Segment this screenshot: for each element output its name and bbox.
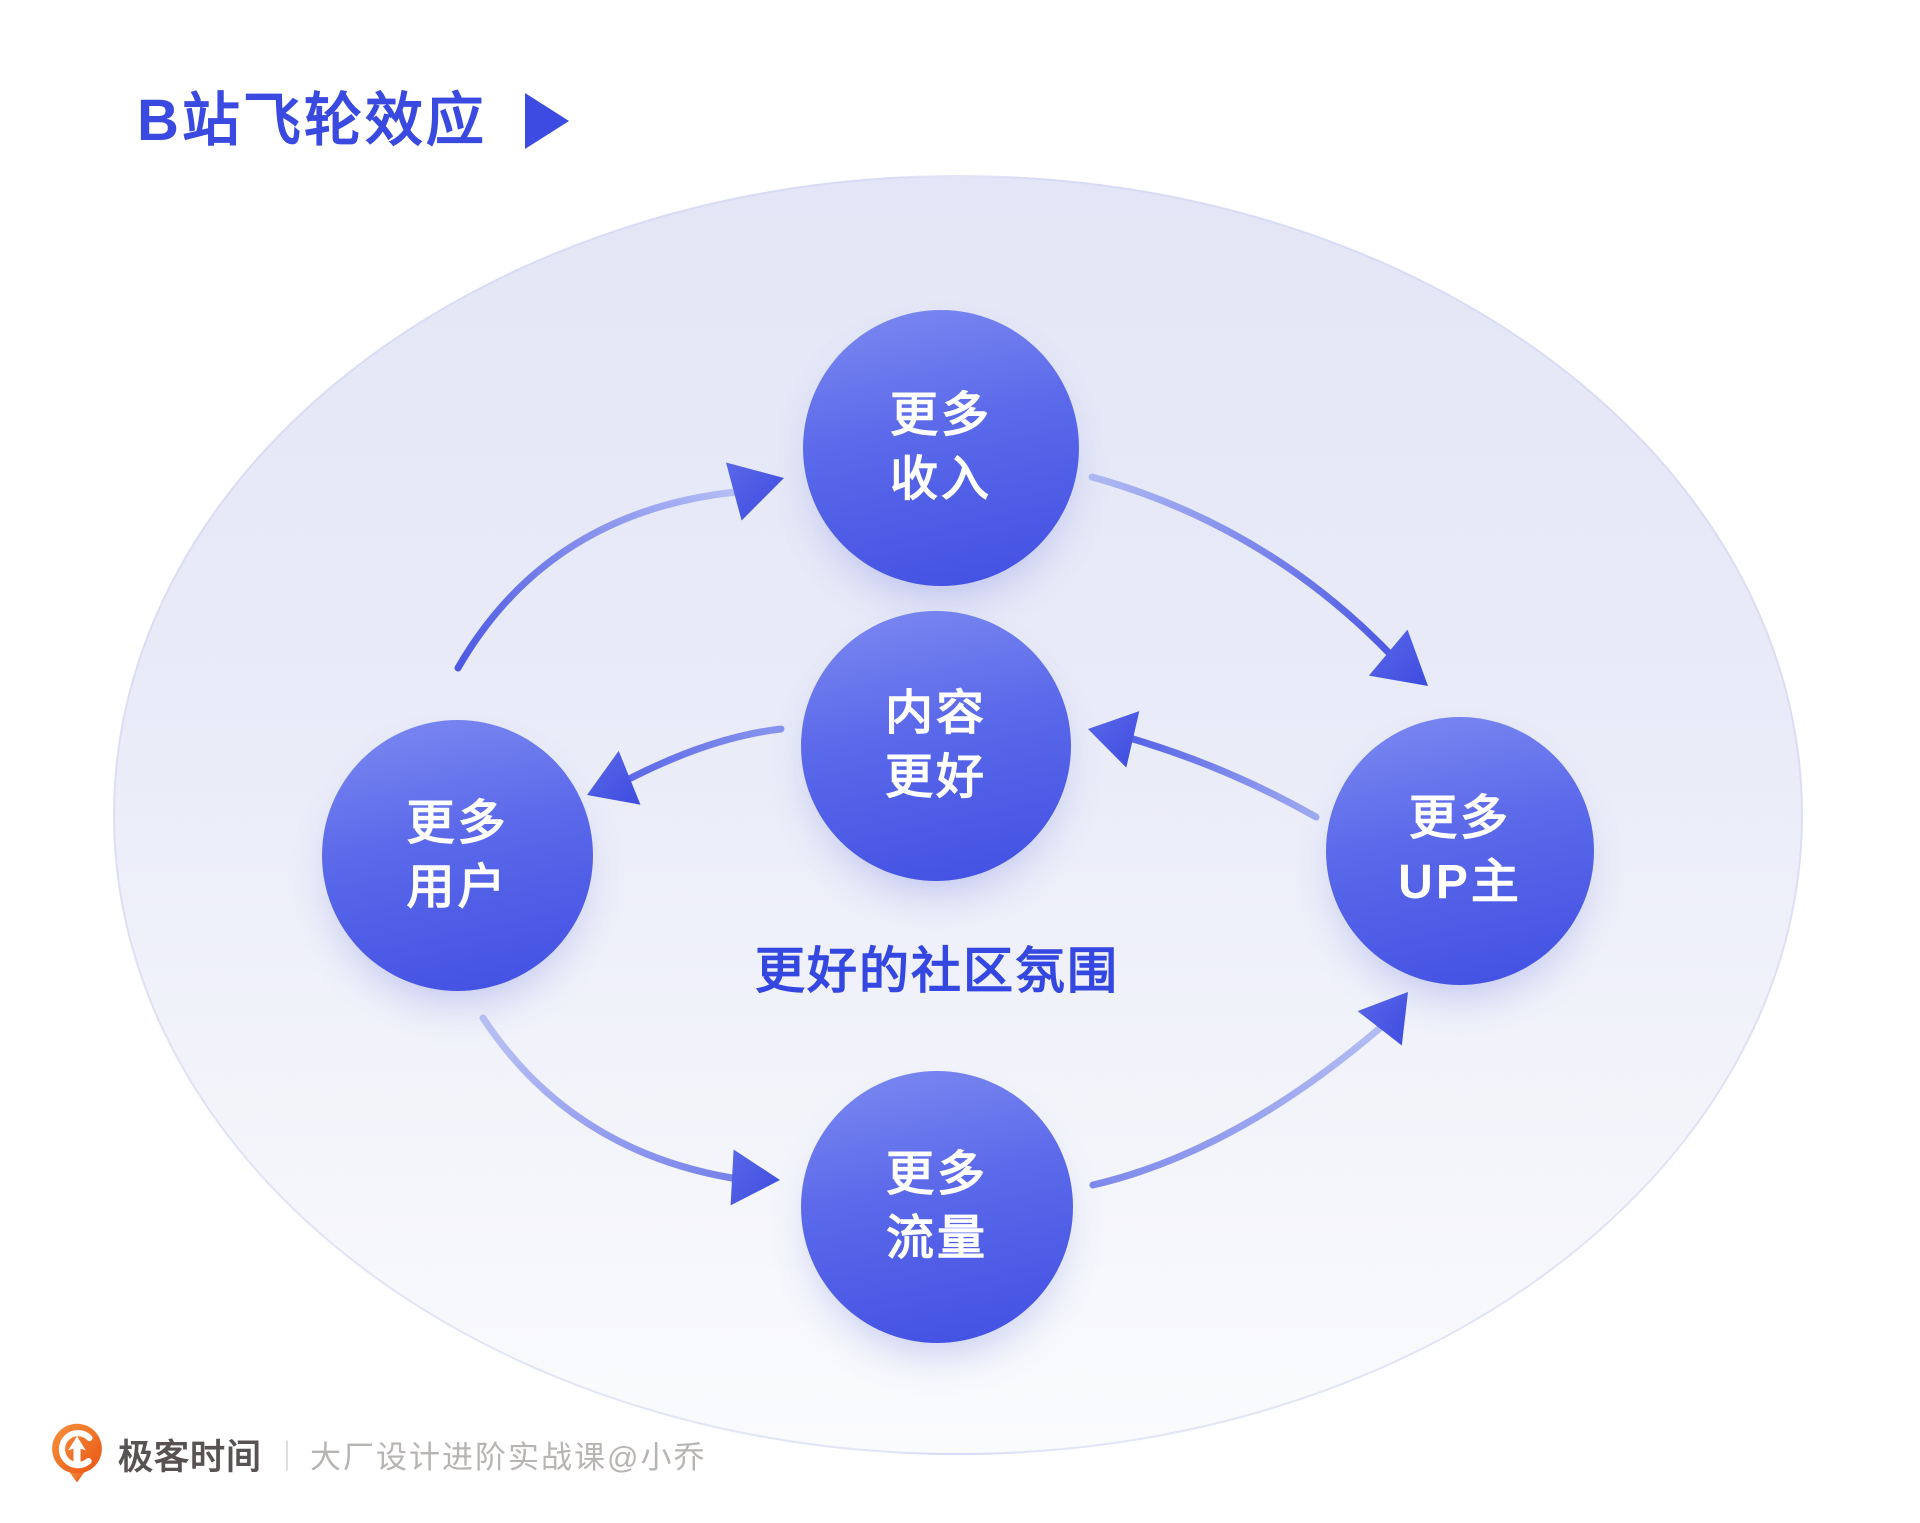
node-label-users: 更多 用户	[406, 796, 509, 914]
node-label-up: 更多 UP主	[1398, 792, 1522, 909]
play-icon	[524, 93, 569, 149]
node-label-revenue: 更多 收入	[889, 389, 992, 506]
brand-name: 极客时间	[118, 1437, 263, 1477]
geektime-logo	[52, 1423, 102, 1483]
node-circle-content: 内容 更好	[801, 611, 1071, 881]
node-label-content: 内容 更好	[884, 687, 987, 804]
node-circle-users: 更多 用户	[322, 720, 593, 991]
course-credit: 大厂设计进阶实战课@小乔	[310, 1439, 707, 1475]
arrow-traffic-to-up	[1089, 992, 1408, 1189]
arrow-users-to-traffic	[479, 1014, 780, 1206]
node-circle-revenue: 更多 收入	[803, 310, 1079, 586]
center-label: 更好的社区氛围	[755, 943, 1119, 999]
footer-divider: ｜	[272, 1441, 303, 1474]
arrow-revenue-to-up	[1088, 473, 1428, 686]
title-row: B站飞轮效应	[137, 92, 569, 150]
arrow-content-to-users	[587, 725, 785, 805]
arrow-users-to-revenue	[454, 462, 784, 672]
node-label-traffic: 更多 流量	[885, 1148, 988, 1265]
arrow-up-to-content	[1088, 711, 1320, 821]
node-circle-up: 更多 UP主	[1326, 717, 1594, 985]
footer: 极客时间 ｜ 大厂设计进阶实战课@小乔	[48, 1422, 706, 1486]
node-circle-traffic: 更多 流量	[801, 1071, 1073, 1343]
page-title: B站飞轮效应	[137, 88, 487, 153]
